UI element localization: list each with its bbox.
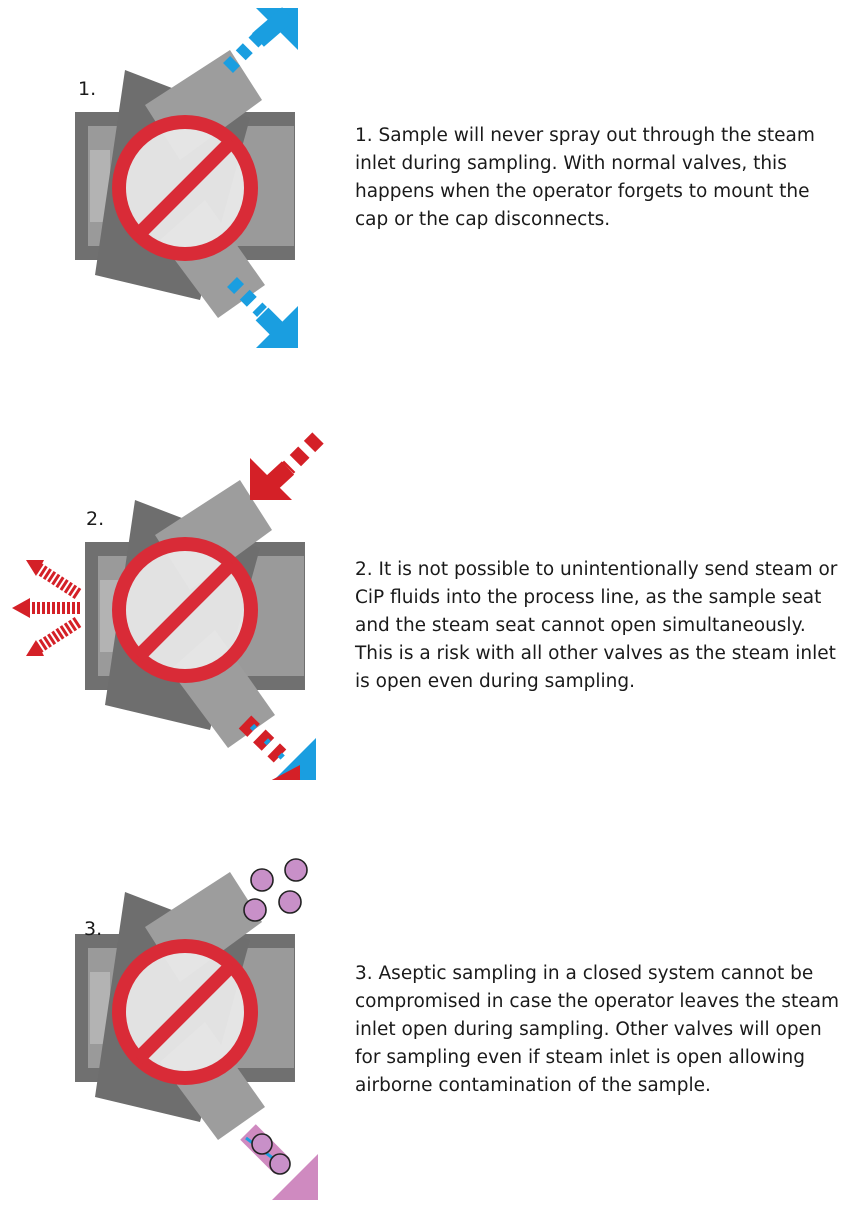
sample-spray-arrow-top — [223, 7, 298, 73]
panel-description: 2. It is not possible to unintentionally… — [355, 559, 838, 692]
panel-number: 1. — [78, 78, 97, 100]
panel-number: 2. — [86, 508, 105, 530]
panel-description: 1. Sample will never spray out through t… — [355, 125, 815, 230]
valve-diagram-2 — [12, 432, 324, 780]
prohibition-sign — [112, 115, 258, 261]
airborne-contaminants — [243, 858, 308, 922]
panel-2: 2. 2. It is not possible to unintentiona… — [0, 420, 848, 780]
mixed-outlet-arrow — [238, 715, 316, 780]
sample-spray-arrow-bottom — [227, 277, 298, 348]
valve-diagram-1 — [75, 7, 298, 348]
valve-diagram-3 — [75, 858, 318, 1200]
panel-number: 3. — [84, 918, 103, 940]
panel-3: 3. 3. Aseptic sampling in a closed syste… — [0, 850, 848, 1206]
panel-description: 3. Aseptic sampling in a closed system c… — [355, 963, 839, 1096]
panel-1: 1. 1. Sample will never spray out throug… — [0, 0, 848, 360]
steam-leak-arrows — [12, 560, 82, 656]
steam-inlet-arrow — [250, 432, 324, 500]
contaminated-outlet-arrow — [240, 1124, 318, 1200]
prohibition-sign — [112, 537, 258, 683]
prohibition-sign — [112, 939, 258, 1085]
